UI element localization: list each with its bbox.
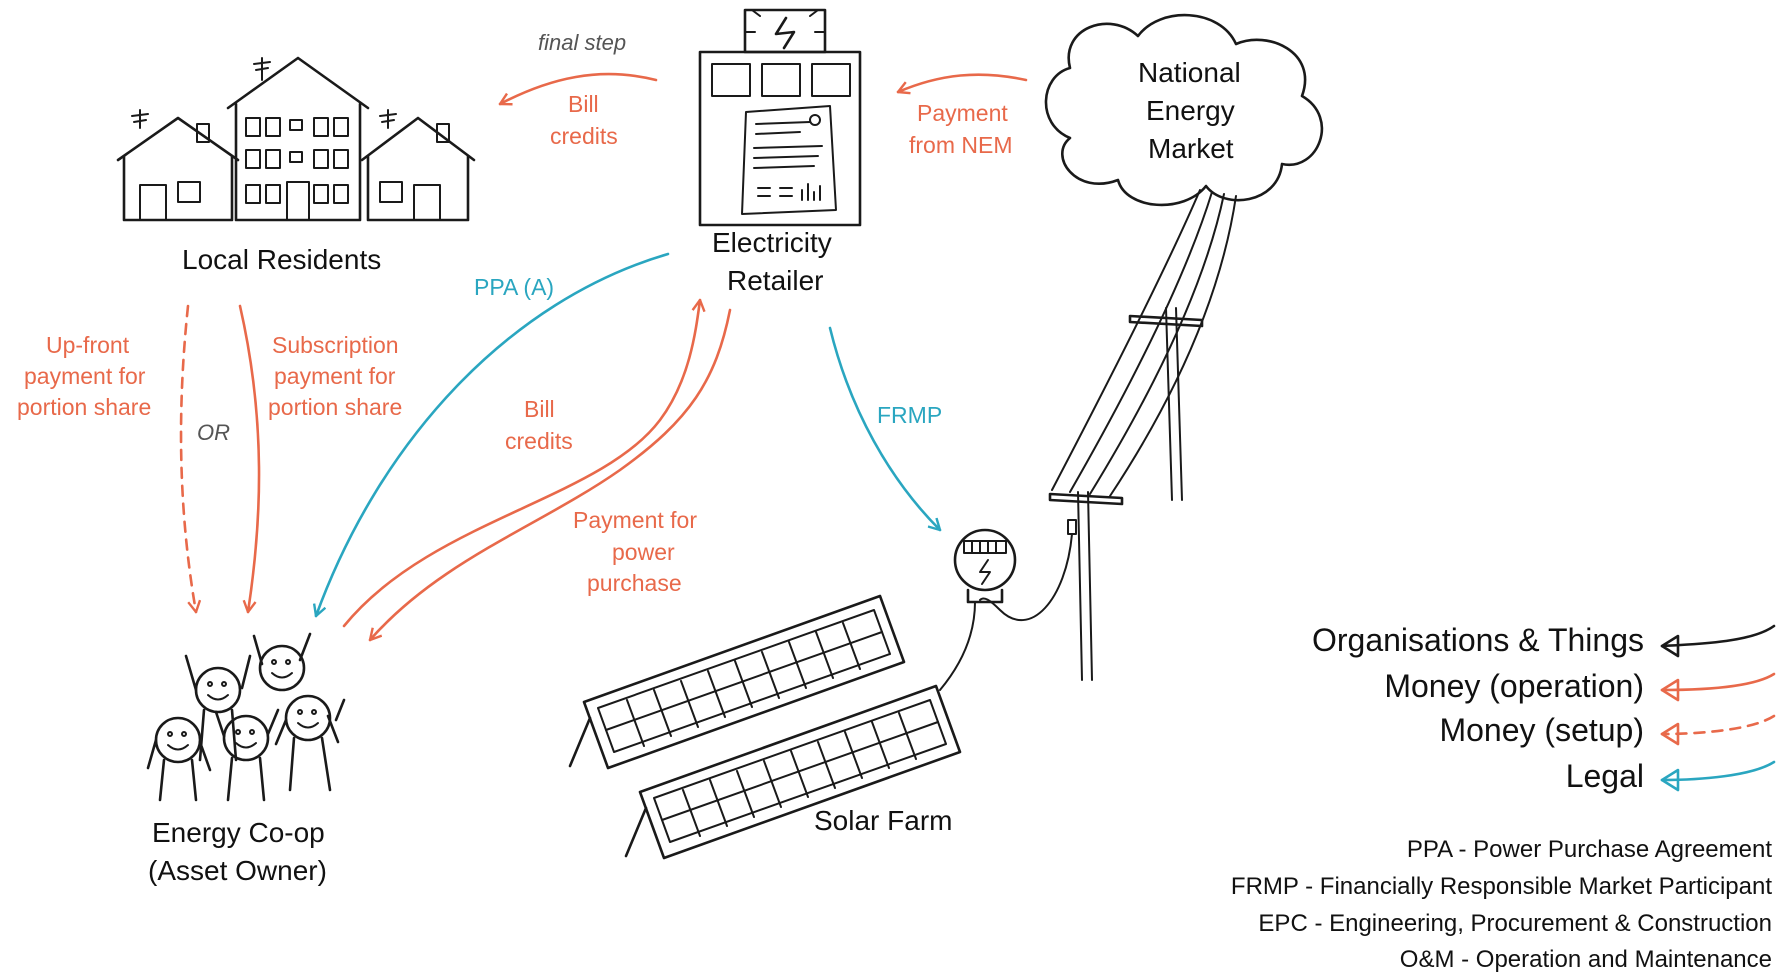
- local-residents-label: Local Residents: [182, 244, 382, 275]
- arrow-bill-credits-mid: [368, 308, 732, 642]
- coop-label-line2: (Asset Owner): [148, 855, 327, 886]
- subscription-label-2: payment for: [274, 363, 396, 389]
- houses-icon: [116, 56, 476, 222]
- upfront-label-2: payment for: [24, 363, 146, 389]
- legend-arrow-money-operation: [1660, 672, 1776, 692]
- arrow-payment-for-power: [342, 298, 700, 628]
- subscription-label-3: portion share: [268, 394, 403, 420]
- legend-item-organisations: Organisations & Things: [1311, 622, 1644, 658]
- arrow-subscription-payment: [238, 304, 261, 614]
- retailer-label-line1: Electricity: [712, 227, 832, 258]
- solar-farm-label: Solar Farm: [814, 805, 953, 836]
- abbreviation-frmp: FRMP - Financially Responsible Market Pa…: [1230, 873, 1772, 900]
- frmp-label: FRMP: [877, 402, 943, 428]
- bill-credits-top-label-2: credits: [550, 123, 618, 149]
- legend-arrows: [1660, 624, 1776, 792]
- payment-power-label-3: purchase: [587, 570, 682, 596]
- or-label: OR: [197, 420, 230, 445]
- legend-arrow-legal: [1660, 760, 1776, 782]
- arrow-bill-credits-top: [498, 72, 658, 104]
- people-icon: [146, 632, 346, 802]
- abbreviation-ppa: PPA - Power Purchase Agreement: [1406, 836, 1772, 863]
- payment-nem-label-2: from NEM: [909, 132, 1013, 158]
- cloud-icon: [1044, 13, 1324, 207]
- upfront-label-3: portion share: [17, 394, 152, 420]
- legend-arrow-organisations: [1660, 624, 1776, 648]
- meter-icon: [939, 528, 1017, 691]
- nem-label-line2: Energy: [1146, 95, 1235, 126]
- arrow-frmp: [828, 326, 942, 532]
- payment-power-label-1: Payment for: [573, 507, 697, 533]
- retailer-building-icon: [698, 8, 862, 227]
- final-step-label: final step: [538, 30, 627, 55]
- legend-arrow-money-setup: [1660, 714, 1776, 736]
- arrow-ppa: [316, 252, 670, 618]
- retailer-label-line2: Retailer: [727, 265, 824, 296]
- legend-item-money-setup: Money (setup): [1439, 712, 1644, 748]
- bill-credits-mid-label-2: credits: [505, 428, 573, 454]
- payment-nem-label-1: Payment: [917, 100, 1008, 126]
- upfront-label-1: Up-front: [46, 332, 130, 358]
- abbreviation-om: O&M - Operation and Maintenance: [1399, 946, 1772, 973]
- ppa-label: PPA (A): [474, 274, 555, 300]
- coop-label-line1: Energy Co-op: [152, 817, 325, 848]
- abbreviation-epc: EPC - Engineering, Procurement & Constru…: [1258, 910, 1772, 937]
- nem-label-line1: National: [1138, 57, 1241, 88]
- bill-credits-mid-label-1: Bill: [524, 396, 555, 422]
- solar-panels-icon: [568, 594, 962, 860]
- legend-item-money-operation: Money (operation): [1384, 668, 1644, 704]
- flow-arrows: [179, 72, 1028, 642]
- subscription-label-1: Subscription: [272, 332, 399, 358]
- nem-label-line3: Market: [1148, 133, 1234, 164]
- bill-credits-top-label-1: Bill: [568, 91, 599, 117]
- payment-power-label-2: power: [612, 539, 675, 565]
- arrow-upfront-payment: [179, 304, 196, 614]
- power-lines-icon: [979, 189, 1237, 681]
- arrow-payment-from-nem: [896, 73, 1028, 92]
- legend-item-legal: Legal: [1565, 758, 1644, 794]
